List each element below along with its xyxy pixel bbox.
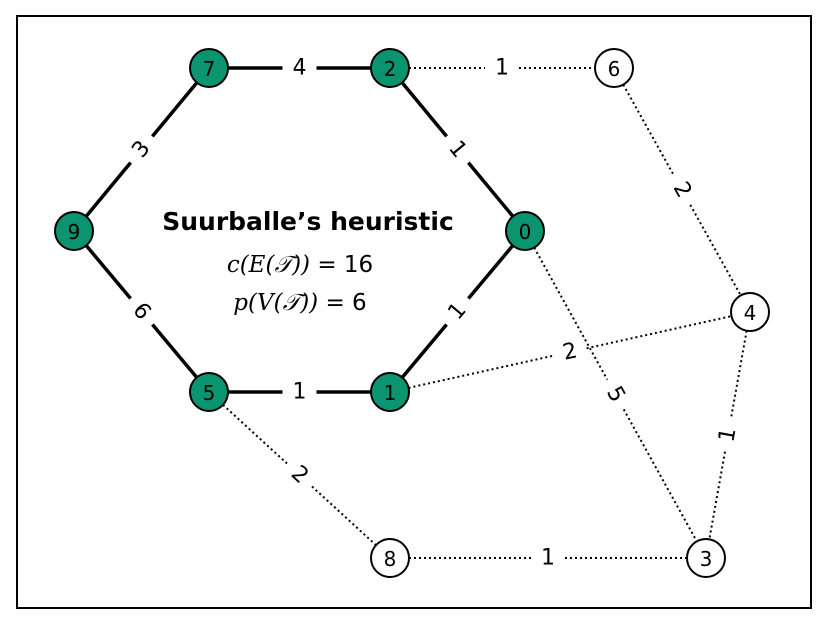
edge-segment <box>400 323 448 379</box>
edge-segment <box>151 323 199 379</box>
edge-1-5: 1 <box>228 380 371 405</box>
edge-segment <box>222 404 288 465</box>
node-label: 6 <box>608 57 621 81</box>
edge-segment <box>708 451 726 540</box>
edge-9-7: 3 <box>84 81 199 218</box>
edge-1-4: 2 <box>408 315 732 389</box>
edge-weight-label: 5 <box>601 382 630 406</box>
edge-0-1: 1 <box>400 244 515 379</box>
edge-6-4: 2 <box>622 84 742 296</box>
edge-segment <box>400 81 449 138</box>
edge-5-8: 2 <box>222 404 377 546</box>
edge-weight-label: 1 <box>443 298 471 325</box>
node-3: 3 <box>686 538 726 578</box>
node-circle <box>594 48 634 88</box>
node-formula-value: 6 <box>352 290 367 316</box>
cost-formula: c(E(𝒯)) = 16 <box>227 252 373 278</box>
edge-segment <box>533 247 609 381</box>
edge-weight-label: 1 <box>293 380 307 405</box>
selected-node-circle <box>370 48 410 88</box>
node-label: 2 <box>384 57 397 81</box>
edge-weight-label: 2 <box>668 178 697 202</box>
node-7: 7 <box>189 48 229 88</box>
node-label: 5 <box>203 381 216 405</box>
edge-2-0: 1 <box>400 81 515 218</box>
edge-segment <box>408 354 554 389</box>
selected-node-circle <box>189 372 229 412</box>
edge-segment <box>311 485 377 546</box>
edge-segment <box>586 315 732 350</box>
cost-formula-prefix: c(E( <box>227 252 276 278</box>
node-label: 4 <box>744 301 757 325</box>
edge-weight-label: 2 <box>286 461 313 489</box>
edge-segment <box>689 204 742 296</box>
node-0: 0 <box>505 211 545 251</box>
edge-2-6: 1 <box>409 56 595 81</box>
diagram-title: Suurballe’s heuristic <box>162 207 454 236</box>
edge-segment <box>150 81 199 138</box>
node-formula-prefix: p(V( <box>233 290 283 316</box>
edge-5-9: 6 <box>84 244 199 379</box>
node-label: 1 <box>384 381 397 405</box>
edge-segment <box>467 244 515 300</box>
node-8: 8 <box>370 538 410 578</box>
nodes-layer: 0 1 2 3 4 5 6 7 8 9 <box>54 48 770 578</box>
node-circle <box>686 538 726 578</box>
edge-segment <box>622 408 698 542</box>
node-5: 5 <box>189 372 229 412</box>
edge-weight-label: 1 <box>541 546 555 571</box>
node-count-formula: p(V(𝒯)) = 6 <box>233 290 366 316</box>
edge-weight-label: 1 <box>495 56 509 81</box>
node-formula-suffix: )) = <box>299 290 352 316</box>
node-1: 1 <box>370 372 410 412</box>
edge-segment <box>730 330 748 419</box>
node-9: 9 <box>54 211 94 251</box>
selected-node-circle <box>189 48 229 88</box>
edge-segment <box>622 84 675 176</box>
node-label: 3 <box>700 547 713 571</box>
edge-weight-label: 4 <box>293 56 307 81</box>
figure-frame <box>16 15 812 609</box>
selected-node-circle <box>505 211 545 251</box>
node-label: 7 <box>203 57 216 81</box>
node-4: 4 <box>730 292 770 332</box>
edge-segment <box>466 161 515 218</box>
edge-segment <box>84 244 132 300</box>
edge-8-3: 1 <box>409 546 687 571</box>
edge-segment <box>84 161 133 218</box>
edge-weight-label: 3 <box>127 136 155 163</box>
node-label: 0 <box>519 220 532 244</box>
edge-4-3: 1 <box>708 330 748 540</box>
node-2: 2 <box>370 48 410 88</box>
edge-weight-label: 2 <box>560 338 579 365</box>
edge-7-2: 4 <box>228 56 371 81</box>
cost-formula-value: 16 <box>344 252 373 278</box>
node-label: 9 <box>68 220 81 244</box>
edge-0-3: 5 <box>533 247 698 542</box>
node-circle <box>370 538 410 578</box>
cost-formula-suffix: )) = <box>291 252 344 278</box>
selected-node-circle <box>370 372 410 412</box>
edge-weight-label: 6 <box>127 298 155 325</box>
node-6: 6 <box>594 48 634 88</box>
node-circle <box>730 292 770 332</box>
node-label: 8 <box>384 547 397 571</box>
selected-node-circle <box>54 211 94 251</box>
edge-weight-label: 1 <box>714 426 741 444</box>
edge-weight-label: 1 <box>443 136 471 163</box>
heuristic-annotation: Suurballe’s heuristic c(E(𝒯)) = 16 p(V(𝒯… <box>162 207 454 316</box>
